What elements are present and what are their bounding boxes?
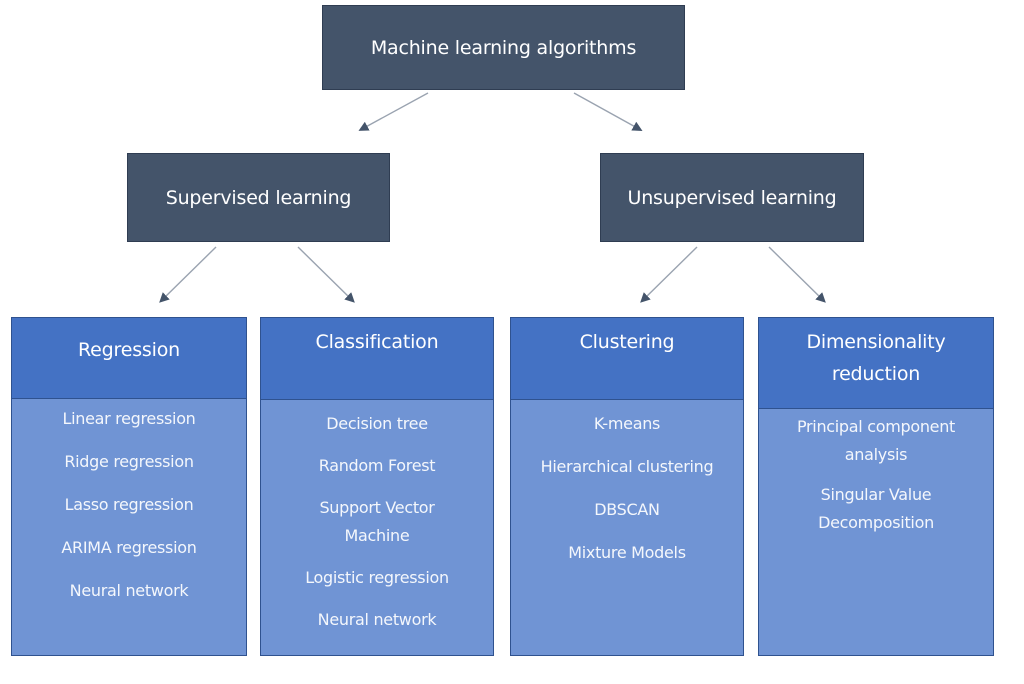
- list-item: ARIMA regression: [61, 538, 197, 557]
- dimensionality-reduction-column: Dimensionality reduction Principal compo…: [758, 317, 994, 656]
- clustering-title: Clustering: [579, 331, 675, 353]
- list-item: Neural network: [69, 581, 189, 600]
- dimensionality-reduction-list: Principal component analysis Singular Va…: [758, 408, 994, 656]
- arrow-root-to-unsupervised: [573, 92, 643, 131]
- regression-list: Linear regression Ridge regression Lasso…: [11, 398, 247, 656]
- classification-list: Decision tree Random Forest Support Vect…: [260, 399, 494, 656]
- clustering-column: Clustering K-means Hierarchical clusteri…: [510, 317, 744, 656]
- classification-title: Classification: [315, 331, 439, 353]
- list-item: Principal component analysis: [796, 417, 956, 464]
- list-item: K-means: [593, 414, 661, 433]
- list-item: Mixture Models: [568, 543, 686, 562]
- regression-title: Regression: [78, 339, 180, 361]
- list-item: Hierarchical clustering: [540, 457, 714, 476]
- arrow-supervised-to-regression: [159, 246, 217, 303]
- dimensionality-reduction-title: Dimensionality reduction: [806, 331, 946, 385]
- root-node: Machine learning algorithms: [322, 5, 685, 90]
- unsupervised-learning-node: Unsupervised learning: [600, 153, 864, 242]
- list-item: Singular Value Decomposition: [818, 485, 934, 532]
- list-item: Decision tree: [326, 414, 428, 433]
- list-item: Linear regression: [62, 409, 196, 428]
- list-item: Random Forest: [318, 456, 436, 475]
- regression-header: Regression: [11, 317, 247, 400]
- arrow-supervised-to-classification: [297, 246, 355, 303]
- list-item: Neural network: [317, 610, 437, 629]
- root-node-label: Machine learning algorithms: [370, 36, 637, 59]
- list-item: Support Vector Machine: [319, 498, 435, 545]
- clustering-header: Clustering: [510, 317, 744, 401]
- supervised-learning-label: Supervised learning: [165, 186, 352, 209]
- classification-column: Classification Decision tree Random Fore…: [260, 317, 494, 656]
- classification-header: Classification: [260, 317, 494, 401]
- arrow-unsupervised-to-clustering: [640, 246, 698, 303]
- list-item: DBSCAN: [594, 500, 660, 519]
- clustering-list: K-means Hierarchical clustering DBSCAN M…: [510, 399, 744, 656]
- arrow-root-to-supervised: [358, 92, 429, 131]
- dimensionality-reduction-header: Dimensionality reduction: [758, 317, 994, 410]
- regression-column: Regression Linear regression Ridge regre…: [11, 317, 247, 656]
- list-item: Lasso regression: [64, 495, 194, 514]
- supervised-learning-node: Supervised learning: [127, 153, 390, 242]
- list-item: Ridge regression: [64, 452, 194, 471]
- list-item: Logistic regression: [305, 568, 449, 587]
- unsupervised-learning-label: Unsupervised learning: [627, 186, 837, 209]
- arrow-unsupervised-to-dimensionality: [768, 246, 826, 303]
